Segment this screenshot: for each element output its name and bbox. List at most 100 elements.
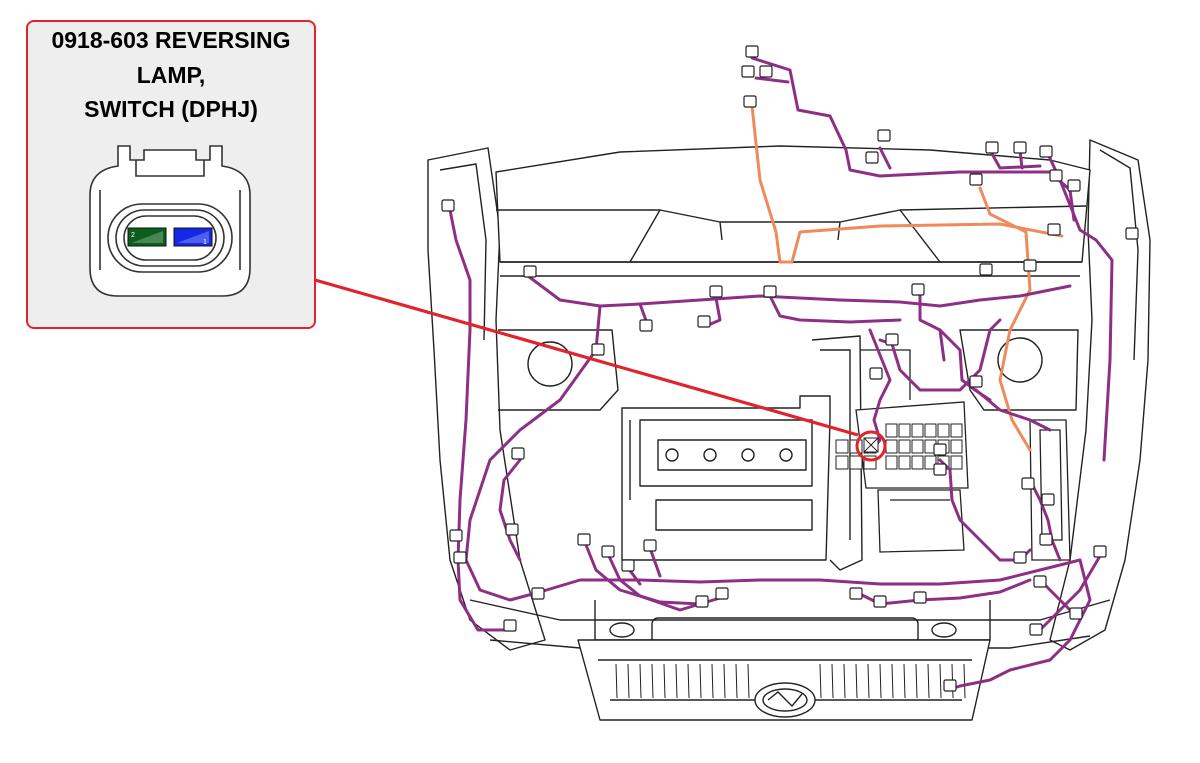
harness-connector [869,367,883,380]
connector-face-icon [89,145,251,297]
harness-connector [449,529,463,542]
relay-slot [835,455,849,470]
harness-connector [979,263,993,276]
engine-block-icon [621,335,863,571]
fuse-slot [950,423,963,438]
harness-connector [763,285,777,298]
grille-slat [963,663,966,699]
grille-slat [927,663,930,699]
fuse-slot [885,439,898,454]
harness-connector [1039,145,1053,158]
harness-connector [933,463,947,476]
harness-connector [695,595,709,608]
harness-connector [643,539,657,552]
harness-connector [709,285,723,298]
highlight-ring [855,430,887,462]
fuse-slot [898,439,911,454]
fuse-slot [911,439,924,454]
fuse-slot [898,455,911,470]
callout-title-line-1: 0918-603 REVERSING [51,27,290,53]
harness-connector [441,199,455,212]
grille-slat [903,663,906,699]
fuse-slot [898,423,911,438]
harness-connector [697,315,711,328]
harness-connector [523,265,537,278]
harness-connector [759,65,773,78]
grille-slat [615,663,618,699]
harness-connector [745,45,759,58]
harness-connector [1013,141,1027,154]
harness-connector [621,559,635,572]
harness-connector [1067,179,1081,192]
fuse-slot [950,455,963,470]
harness-connector [639,319,653,332]
grille-slat [831,663,834,699]
harness-connector [1049,169,1063,182]
fuse-slot [885,423,898,438]
harness-connector [741,65,755,78]
harness-connector [849,587,863,600]
harness-connector [743,95,757,108]
fuse-slot [937,423,950,438]
harness-connector-blocks [441,45,1139,692]
harness-connector [601,545,615,558]
harness-connector [1033,575,1047,588]
connector-pin-1-label: 1 [203,239,207,246]
grille-slat [735,663,738,699]
fuse-slot [911,455,924,470]
harness-connector [1021,477,1035,490]
harness-connector [453,551,467,564]
harness-connector [1125,227,1139,240]
harness-connector [1029,623,1043,636]
connector-pin-1 [173,227,213,247]
harness-connector [985,141,999,154]
harness-connector [933,443,947,456]
harness-connector [969,375,983,388]
harness-connector [969,173,983,186]
harness-connector [1093,545,1107,558]
fuse-slot [924,455,937,470]
harness-connector [511,447,525,460]
grille-slat [723,663,726,699]
relay-slot [835,439,849,454]
relay-slot [849,455,863,470]
grille-slat [879,663,882,699]
harness-connector [1039,533,1053,546]
grille-slat [819,663,822,699]
harness-connector [873,595,887,608]
harness-connector [1023,259,1037,272]
grille-slat [663,663,666,699]
grille-slat [747,663,750,699]
callout-title-line-2: LAMP, [137,62,206,88]
fuse-slot [950,439,963,454]
harness-connector [1041,493,1055,506]
grille-slat [687,663,690,699]
grille-slat [675,663,678,699]
connector-pin-2 [127,227,167,247]
harness-main-wires [448,56,1114,692]
grille-slat [843,663,846,699]
fuse-slot [885,455,898,470]
harness-connector [913,591,927,604]
harness-connector [531,587,545,600]
grille-slat [639,663,642,699]
connector-pin-2-label: 2 [131,232,135,239]
harness-connector [591,343,605,356]
harness-connector [885,333,899,346]
harness-connector [1069,607,1083,620]
callout-box: 0918-603 REVERSING LAMP, SWITCH (DPHJ) 2… [26,20,316,329]
grille-slat [939,663,942,699]
grille-slat [651,663,654,699]
harness-connector [1013,551,1027,564]
callout-leader-line [314,278,859,437]
grille-slat [915,663,918,699]
reversing-lamp-switch-location-icon [863,437,879,453]
grille-slat [711,663,714,699]
grille-emblem-icon [754,682,816,718]
harness-connector [715,587,729,600]
callout-title-line-3: SWITCH (DPHJ) [84,96,258,122]
grille-slat [867,663,870,699]
harness-connector [943,679,957,692]
grille-slat [627,663,630,699]
